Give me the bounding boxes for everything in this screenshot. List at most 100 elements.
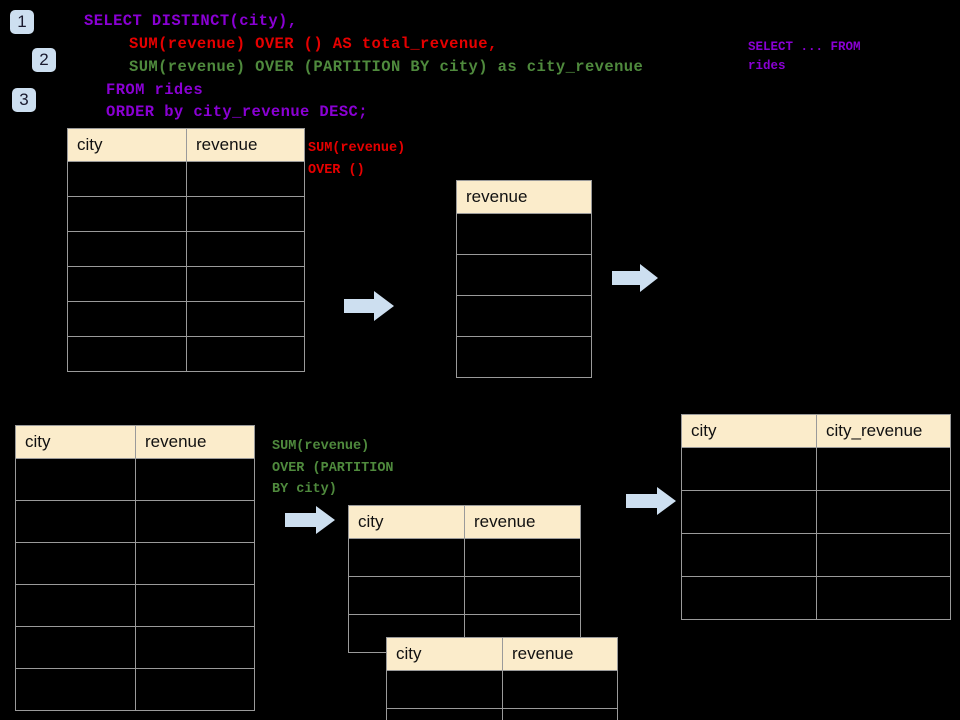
cell-city	[15, 584, 136, 627]
step-badge-2: 2	[32, 48, 56, 72]
sql-line-order-by: ORDER by city_revenue DESC;	[106, 103, 368, 121]
cell-city	[67, 336, 187, 372]
cell-revenue	[464, 538, 581, 577]
cell-revenue	[186, 301, 305, 337]
table-row	[67, 266, 305, 302]
table-rides-top: city revenue	[67, 128, 305, 372]
cell-city	[348, 538, 465, 577]
table-row	[456, 254, 592, 296]
table-row	[681, 490, 951, 534]
column-header-city: city	[386, 637, 503, 671]
cell-revenue	[135, 500, 255, 543]
cell-revenue	[135, 584, 255, 627]
column-header-revenue: revenue	[135, 425, 255, 459]
table-row	[681, 533, 951, 577]
table-row	[681, 447, 951, 491]
cell-city	[681, 533, 817, 577]
cell-city	[348, 576, 465, 615]
table-header-row: city city_revenue	[681, 414, 951, 448]
cell-city	[67, 161, 187, 197]
cell-city	[67, 266, 187, 302]
column-header-city: city	[15, 425, 136, 459]
table-row	[386, 670, 618, 709]
column-header-city: city	[348, 505, 465, 539]
table-partition-b: city revenue	[386, 637, 618, 720]
cell-revenue	[456, 254, 592, 296]
step-badge-1: 1	[10, 10, 34, 34]
cell-city-revenue	[816, 447, 951, 491]
sql-line-total-revenue: SUM(revenue) OVER () AS total_revenue,	[129, 35, 498, 53]
arrow-bottom-right	[626, 487, 676, 515]
cell-city	[15, 542, 136, 585]
table-header-row: city revenue	[348, 505, 581, 539]
table-partition-a: city revenue	[348, 505, 581, 653]
cell-revenue	[186, 231, 305, 267]
cell-city	[681, 490, 817, 534]
cell-revenue	[135, 542, 255, 585]
annotation-sum-over-partition: SUM(revenue) OVER (PARTITION BY city)	[272, 439, 394, 498]
table-row	[67, 336, 305, 372]
sql-line-from: FROM rides	[106, 81, 204, 99]
cell-revenue	[135, 458, 255, 501]
cell-revenue	[186, 266, 305, 302]
cell-city	[15, 500, 136, 543]
table-row	[67, 161, 305, 197]
cell-revenue	[502, 708, 618, 720]
cell-city	[386, 708, 503, 720]
cell-city	[681, 447, 817, 491]
table-header-row: revenue	[456, 180, 592, 214]
cell-city	[67, 196, 187, 232]
cell-revenue	[456, 295, 592, 337]
cell-revenue	[135, 626, 255, 669]
column-header-revenue: revenue	[186, 128, 305, 162]
cell-revenue	[464, 576, 581, 615]
table-row	[15, 542, 255, 585]
cell-revenue	[456, 336, 592, 378]
cell-city	[681, 576, 817, 620]
cell-city	[15, 458, 136, 501]
column-header-city-revenue: city_revenue	[816, 414, 951, 448]
cell-city	[67, 231, 187, 267]
column-header-revenue: revenue	[456, 180, 592, 214]
column-header-city: city	[681, 414, 817, 448]
table-header-row: city revenue	[15, 425, 255, 459]
cell-city	[15, 668, 136, 711]
cell-revenue	[456, 213, 592, 255]
arrow-top-middle	[344, 291, 394, 321]
table-row	[681, 576, 951, 620]
cell-revenue	[186, 161, 305, 197]
cell-city-revenue	[816, 533, 951, 577]
annotation-select-from: SELECT ... FROM rides	[748, 40, 861, 73]
sql-line-city-revenue: SUM(revenue) OVER (PARTITION BY city) as…	[129, 58, 644, 76]
sql-line-select: SELECT DISTINCT(city),	[84, 12, 298, 30]
table-row	[348, 538, 581, 577]
table-row	[456, 295, 592, 337]
table-row	[15, 584, 255, 627]
column-header-revenue: revenue	[464, 505, 581, 539]
table-rides-bottom: city revenue	[15, 425, 255, 711]
annotation-sum-over-empty: SUM(revenue) OVER ()	[308, 141, 406, 178]
cell-revenue	[502, 670, 618, 709]
table-row	[67, 231, 305, 267]
table-row	[386, 708, 618, 720]
table-row	[67, 196, 305, 232]
arrow-bottom-left	[285, 506, 335, 534]
cell-city	[67, 301, 187, 337]
cell-city	[15, 626, 136, 669]
table-header-row: city revenue	[67, 128, 305, 162]
table-row	[15, 500, 255, 543]
cell-city	[386, 670, 503, 709]
cell-city-revenue	[816, 576, 951, 620]
table-header-row: city revenue	[386, 637, 618, 671]
table-result: city city_revenue	[681, 414, 951, 620]
table-row	[15, 458, 255, 501]
cell-revenue	[135, 668, 255, 711]
table-row	[15, 626, 255, 669]
step-badge-3: 3	[12, 88, 36, 112]
column-header-city: city	[67, 128, 187, 162]
cell-revenue	[186, 196, 305, 232]
cell-city-revenue	[816, 490, 951, 534]
table-row	[348, 576, 581, 615]
arrow-top-right	[612, 264, 658, 292]
